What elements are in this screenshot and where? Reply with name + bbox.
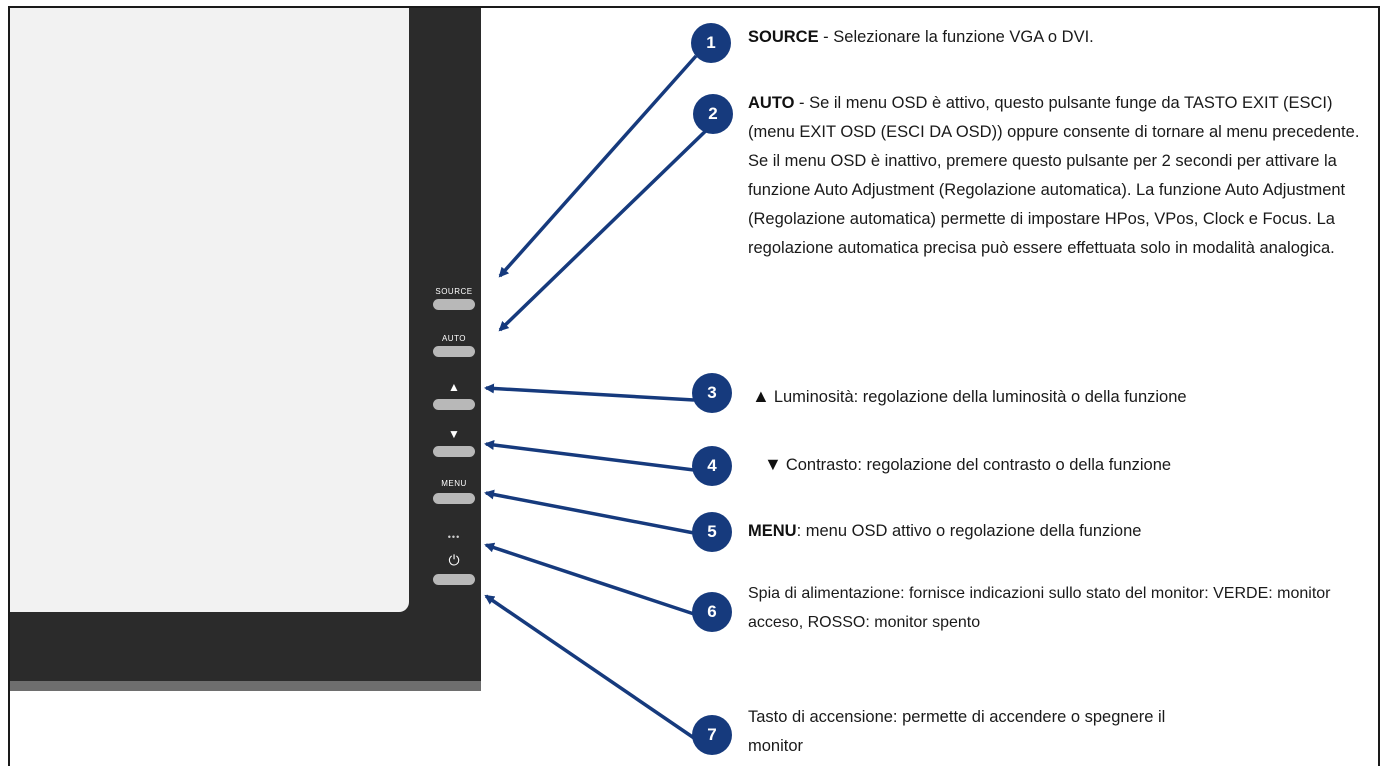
brightness-triangle-icon: ▲ [752, 386, 770, 406]
up-triangle-icon: ▲ [448, 380, 460, 394]
callout-text-7: Tasto di accensione: permette di accende… [748, 708, 1166, 755]
monitor-base-strip [10, 681, 481, 691]
callout-badge-6: 6 [692, 592, 732, 632]
auto-button-label: AUTO [441, 334, 467, 343]
callout-desc-7: Tasto di accensione: permette di accende… [748, 703, 1168, 761]
auto-button[interactable] [433, 346, 475, 357]
callout-desc-4: ▼Contrasto: regolazione del contrasto o … [764, 450, 1364, 480]
figure-frame [8, 6, 1380, 766]
callout-badge-7: 7 [692, 715, 732, 755]
callout-badge-1: 1 [691, 23, 731, 63]
contrast-triangle-icon: ▼ [764, 454, 782, 474]
callout-badge-5: 5 [692, 512, 732, 552]
callout-desc-6: Spia di alimentazione: fornisce indicazi… [748, 579, 1372, 637]
callout-desc-5: MENU: menu OSD attivo o regolazione dell… [748, 517, 1368, 546]
menu-button[interactable] [433, 493, 475, 504]
callout-text-3: Luminosità: regolazione della luminosità… [773, 388, 1187, 406]
callout-title-1: SOURCE [748, 28, 819, 46]
arrow-2 [498, 117, 720, 332]
power-icon: ⏻ [448, 552, 460, 568]
power-led-icon: ••• [447, 532, 461, 542]
callout-desc-1: SOURCE - Selezionare la funzione VGA o D… [748, 23, 1368, 52]
callout-text-6: Spia di alimentazione: fornisce indicazi… [748, 585, 1331, 631]
callout-title-2: AUTO [748, 94, 795, 112]
callout-badge-4: 4 [692, 446, 732, 486]
monitor-screen [10, 8, 409, 612]
callout-text-5: : menu OSD attivo o regolazione della fu… [796, 522, 1142, 540]
callout-desc-3: ▲Luminosità: regolazione della luminosit… [752, 382, 1372, 412]
contrast-down-button[interactable] [433, 446, 475, 457]
source-button[interactable] [433, 299, 475, 310]
arrow-7 [484, 594, 695, 740]
arrow-5 [484, 489, 695, 535]
callout-badge-2: 2 [693, 94, 733, 134]
arrow-6 [484, 542, 695, 616]
arrow-1 [498, 54, 698, 278]
down-triangle-icon: ▼ [448, 427, 460, 441]
source-button-label: SOURCE [435, 287, 473, 296]
power-button[interactable] [433, 574, 475, 585]
arrow-4 [484, 440, 695, 472]
brightness-up-button[interactable] [433, 399, 475, 410]
menu-button-label: MENU [441, 479, 467, 488]
callout-text-1: - Selezionare la funzione VGA o DVI. [818, 28, 1094, 46]
callout-title-5: MENU [748, 522, 797, 540]
callout-badge-3: 3 [692, 373, 732, 413]
callout-text-2: - Se il menu OSD è attivo, questo pulsan… [748, 94, 1360, 257]
arrow-3 [484, 383, 695, 402]
callout-desc-2: AUTO - Se il menu OSD è attivo, questo p… [748, 89, 1368, 263]
callout-text-4: Contrasto: regolazione del contrasto o d… [785, 456, 1172, 474]
